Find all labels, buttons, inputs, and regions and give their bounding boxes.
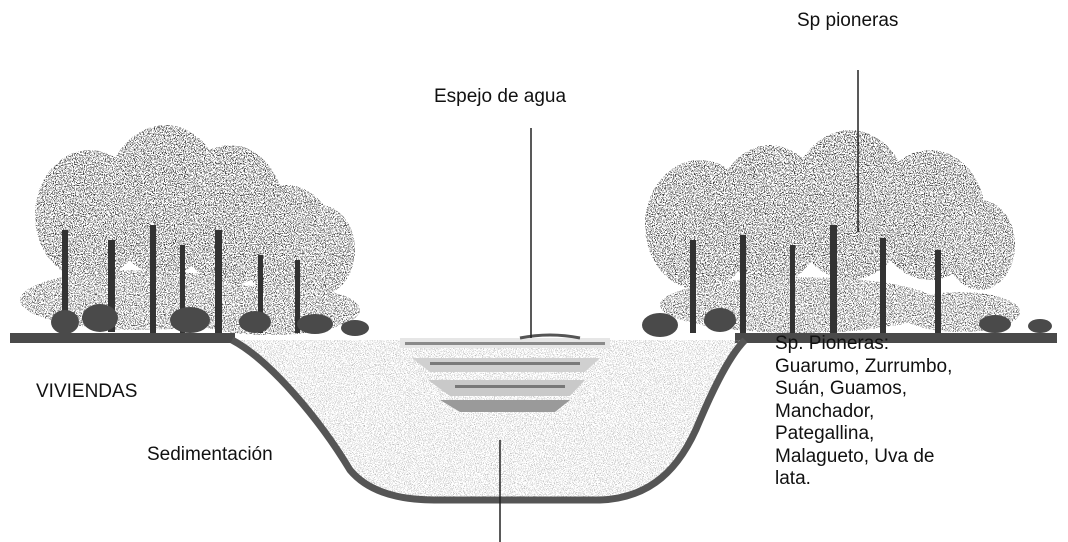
species-line: Sp. Pioneras: — [775, 333, 1055, 356]
viviendas-label: VIVIENDAS — [36, 381, 137, 403]
sp-pioneras-label: Sp pioneras — [797, 10, 898, 32]
left-foliage — [20, 125, 360, 335]
species-line: lata. — [775, 468, 1055, 491]
espejo-de-agua-label: Espejo de agua — [434, 86, 566, 108]
species-line: Suán, Guamos, — [775, 378, 1055, 401]
species-line: Manchador, — [775, 401, 1055, 424]
right-forest — [642, 130, 1052, 337]
left-forest — [20, 125, 369, 336]
sedimentacion-label: Sedimentación — [147, 444, 273, 466]
species-line: Malagueto, Uva de — [775, 446, 1055, 469]
species-line: Pategallina, — [775, 423, 1055, 446]
pioneer-species-list: Sp. Pioneras: Guarumo, Zurrumbo, Suán, G… — [775, 333, 1055, 491]
species-line: Guarumo, Zurrumbo, — [775, 356, 1055, 379]
